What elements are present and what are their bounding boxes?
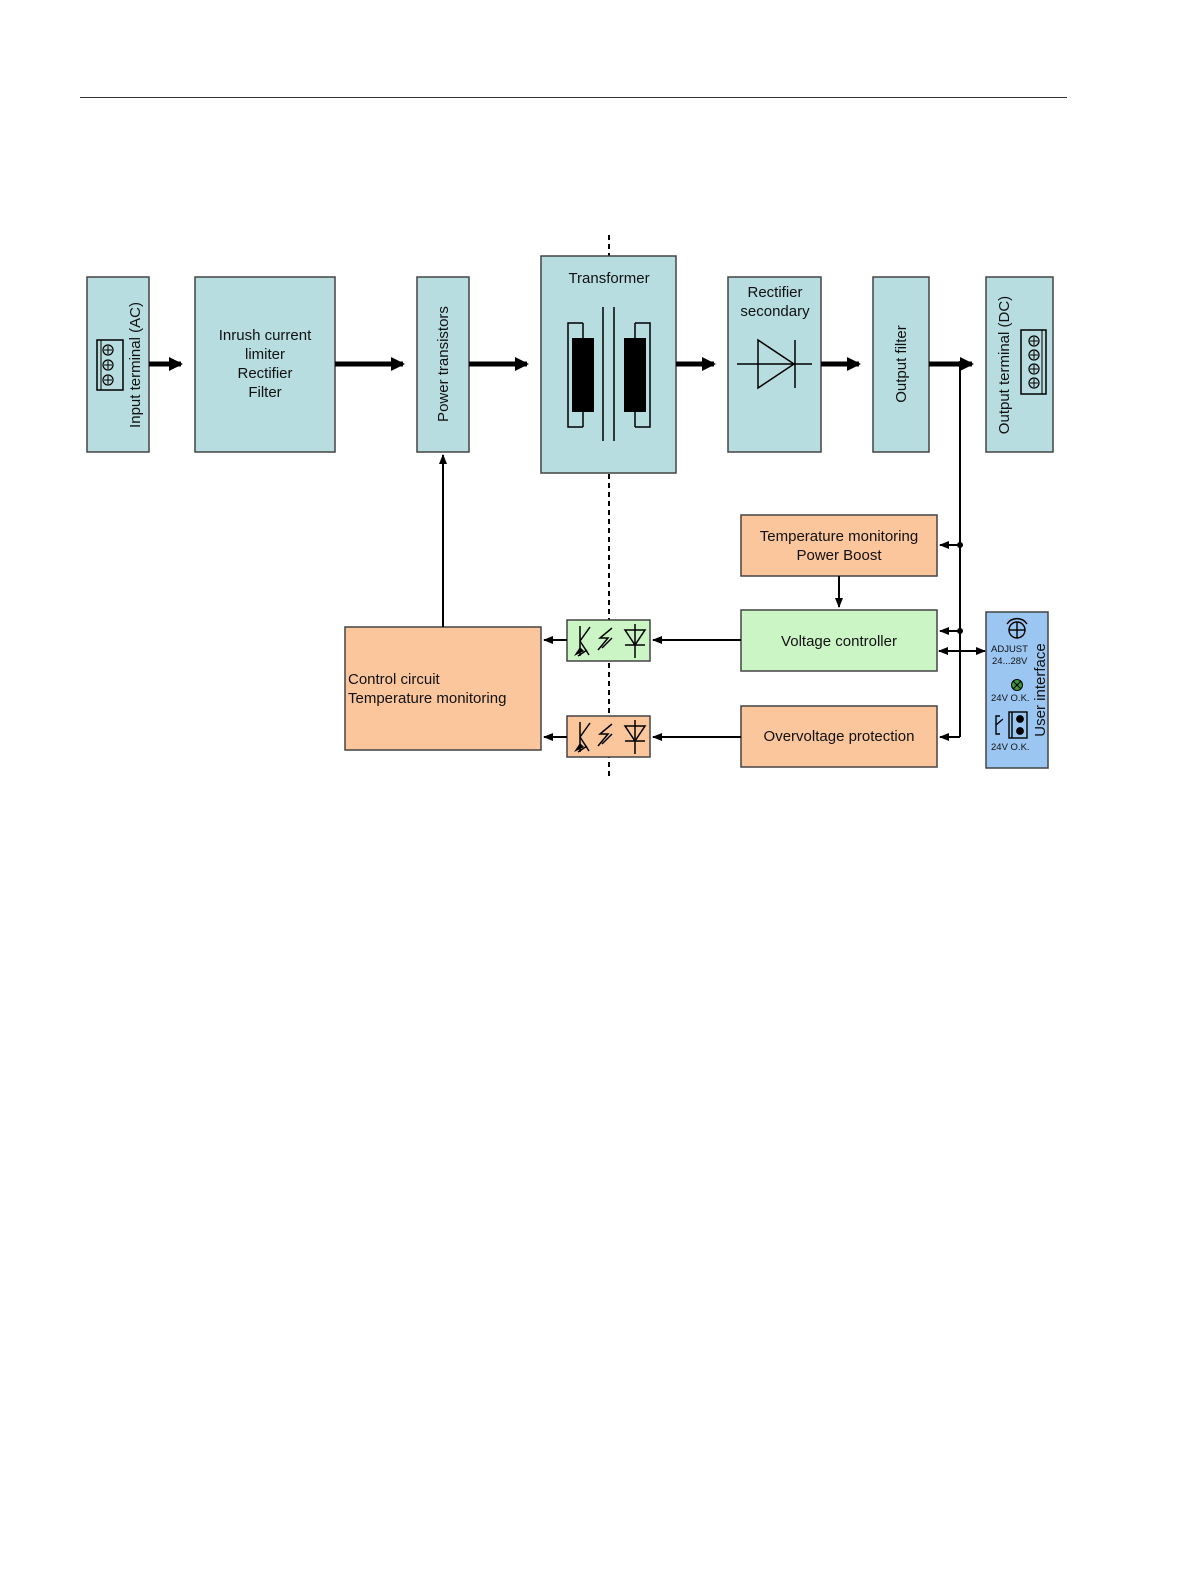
junction-dots — [957, 361, 963, 634]
rectifier-secondary-block: Rectifier secondary — [727, 276, 822, 453]
user-interface-panel: User interface ADJUST 24...28V 24V O.K. … — [985, 611, 1049, 769]
header-rule — [80, 97, 1067, 98]
adjust-label: ADJUST — [991, 644, 1028, 655]
relay-label: 24V O.K. — [991, 742, 1030, 753]
voltage-controller-block: Voltage controller — [740, 609, 938, 672]
output-terminal-label: Output terminal (DC) — [996, 296, 1013, 434]
transformer-label: Transformer — [568, 270, 649, 287]
signal-lines — [439, 364, 986, 741]
overvoltage-protection-block: Overvoltage protection — [740, 705, 938, 768]
inrush-line-1: Inrush current — [219, 327, 312, 344]
inrush-line-4: Filter — [248, 384, 281, 401]
transformer-icon — [567, 307, 651, 441]
optocoupler-lower — [566, 715, 651, 758]
temp-monitoring-line-2: Power Boost — [796, 547, 882, 564]
rectifier-line-2: secondary — [740, 303, 810, 320]
voltage-controller-label: Voltage controller — [781, 633, 897, 650]
inrush-line-3: Rectifier — [237, 365, 292, 382]
diode-icon — [737, 338, 812, 390]
led-label: 24V O.K. — [991, 693, 1030, 704]
led-indicator-icon — [1011, 679, 1023, 691]
user-interface-label: User interface — [1032, 643, 1049, 736]
adjust-potentiometer-icon — [1006, 618, 1028, 639]
output-terminal-block: Output terminal (DC) — [985, 276, 1054, 453]
input-terminal-connector-icon — [96, 339, 124, 391]
input-terminal-label: Input terminal (AC) — [127, 302, 144, 428]
power-transistors-label: Power transistors — [435, 306, 452, 422]
output-terminal-connector-icon — [1020, 329, 1047, 395]
temperature-monitoring-block: Temperature monitoring Power Boost — [740, 514, 938, 577]
adjust-range-label: 24...28V — [992, 656, 1028, 667]
transformer-block: Transformer — [540, 255, 677, 474]
temp-monitoring-line-1: Temperature monitoring — [760, 528, 918, 545]
overvoltage-label: Overvoltage protection — [764, 728, 915, 745]
control-circuit-line-2: Temperature monitoring — [348, 690, 506, 707]
relay-contact-icon — [995, 711, 1028, 739]
power-transistors-block: Power transistors — [416, 276, 470, 453]
inrush-limiter-block: Inrush current limiter Rectifier Filter — [194, 276, 336, 453]
rectifier-line-1: Rectifier — [747, 284, 802, 301]
output-filter-block: Output filter — [872, 276, 930, 453]
control-circuit-line-1: Control circuit — [348, 671, 441, 688]
control-circuit-block: Control circuit Temperature monitoring — [344, 626, 542, 751]
output-filter-label: Output filter — [893, 325, 910, 403]
optocoupler-upper — [566, 619, 651, 662]
inrush-line-2: limiter — [245, 346, 285, 363]
input-terminal-block: Input terminal (AC) — [86, 276, 150, 453]
